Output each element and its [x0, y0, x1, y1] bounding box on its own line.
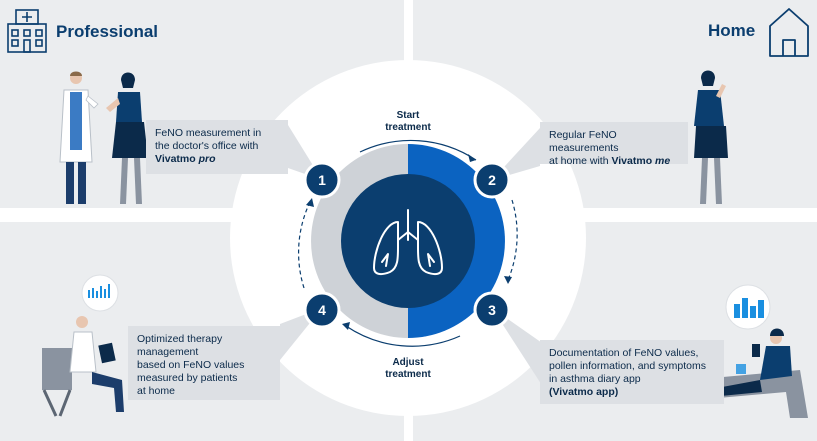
arrow-4-to-1	[297, 201, 311, 289]
adjust-treatment-label: Adjust treatment	[376, 357, 440, 381]
callout-step1: FeNO measurement in the doctor's office …	[146, 120, 288, 174]
callout-step2-line1: Regular FeNO measurements	[549, 129, 619, 154]
house-icon	[769, 8, 809, 57]
adjust-treatment-line1: Adjust	[392, 357, 424, 368]
bar-chart-bubble-icon	[88, 284, 110, 298]
doctor-illustration	[59, 71, 99, 204]
arrow-2-to-3	[507, 199, 518, 281]
start-treatment-line2: treatment	[385, 122, 431, 133]
callout-step3: Documentation of FeNO values, pollen inf…	[540, 340, 724, 404]
step-badge-1	[303, 161, 341, 199]
arrowhead-top	[468, 154, 476, 162]
arrow-3-to-4	[345, 325, 461, 347]
connector-step3	[492, 308, 545, 390]
callout-step3-brand-line: (Vivatmo app)	[549, 386, 619, 398]
callout-step1-line2: the doctor's office with	[155, 140, 259, 152]
professional-title: Professional	[56, 22, 159, 41]
arrow-start-to-2	[359, 139, 477, 161]
patient-home-illustration	[694, 70, 728, 204]
doctor-tablet-illustration	[42, 274, 124, 417]
callout-step3-line3: in asthma diary app	[549, 373, 641, 385]
step-number-1: 1	[318, 172, 326, 188]
step-number-2: 2	[488, 172, 496, 188]
callout-step1-brand-suffix: pro	[198, 153, 216, 165]
callout-step2-brand-prefix: Vivatmo	[611, 155, 653, 167]
callout-step4-line1: Optimized therapy	[137, 333, 223, 345]
callout-step4: Optimized therapy management based on Fe…	[128, 326, 280, 400]
callout-step4-line4: measured by patients	[137, 372, 238, 384]
lungs-icon	[373, 209, 443, 276]
start-treatment-line1: Start	[396, 110, 420, 121]
arrowhead-right	[504, 276, 512, 284]
callout-step3-brand: (Vivatmo app)	[549, 386, 715, 399]
step-number-3: 3	[488, 302, 496, 318]
callout-step1-line1: FeNO measurement in	[155, 127, 262, 139]
home-title: Home	[708, 21, 756, 40]
callout-step2-brand-suffix: me	[655, 155, 671, 167]
arrowhead-left	[306, 198, 314, 207]
callout-step3-line1: Documentation of FeNO values,	[549, 347, 699, 359]
step-badge-4	[303, 291, 341, 329]
patient-professional-illustration	[106, 72, 148, 204]
callout-step2-line2-prefix: at home with	[549, 155, 612, 167]
hospital-icon	[7, 9, 47, 53]
callout-step3-line2: pollen information, and symptoms	[549, 360, 706, 372]
step-number-4: 4	[318, 302, 326, 318]
step-badge-3	[473, 291, 511, 329]
callout-step1-brand-prefix: Vivatmo	[155, 153, 196, 165]
step-badge-2	[473, 161, 511, 199]
callout-step2: Regular FeNO measurements at home with V…	[540, 122, 688, 167]
arrowhead-bottom	[342, 322, 350, 330]
callout-step4-line2: management	[137, 346, 199, 358]
app-chart-bubble-icon	[734, 298, 764, 318]
callout-step2-line2: at home with Vivatmo me	[549, 155, 679, 168]
callout-step4-line3: based on FeNO values	[137, 359, 245, 371]
start-treatment-label: Start treatment	[376, 110, 440, 134]
callout-step4-line5: at home	[137, 385, 175, 397]
adjust-treatment-line2: treatment	[385, 369, 431, 380]
callout-step1-brand: Vivatmo pro	[155, 153, 279, 166]
